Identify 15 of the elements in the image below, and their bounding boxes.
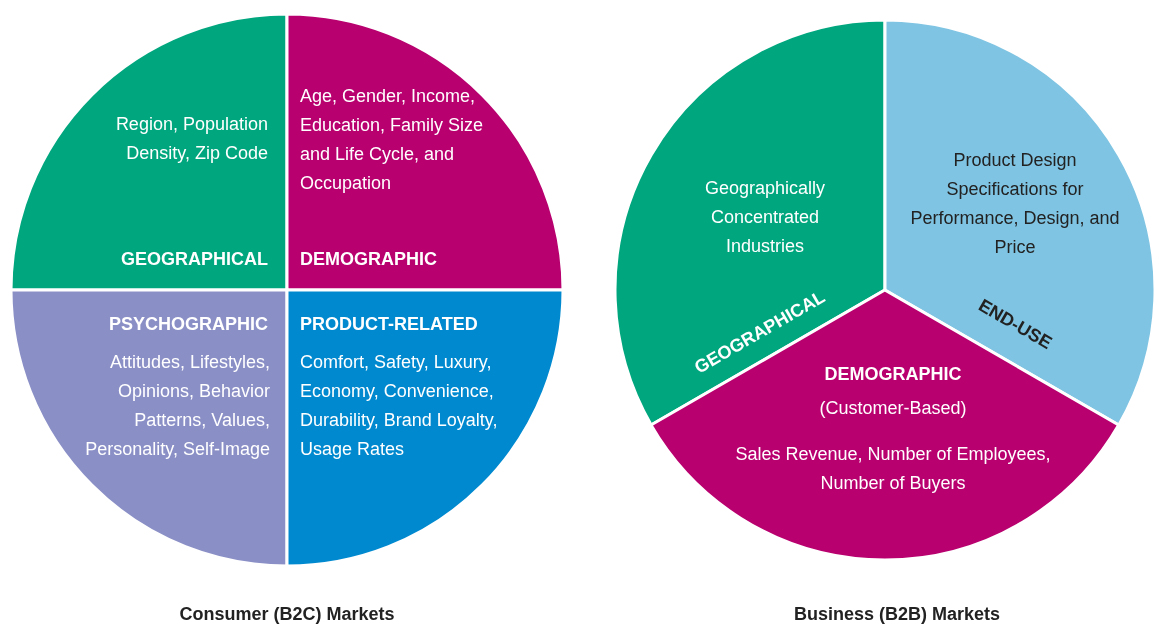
- segment-text: Region, Population Density, Zip Code: [114, 113, 268, 165]
- segment-text: Comfort, Safety, Luxury, Economy, Convenience, Durability, Brand Loyalty, Usage Rates: [300, 351, 499, 461]
- segment-text: Geographically Concentrated Industries: [703, 177, 827, 258]
- segment-heading: DEMOGRAPHIC: [300, 248, 438, 271]
- chart-caption: Consumer (B2C) Markets: [178, 604, 396, 625]
- segment-heading: PSYCHOGRAPHIC: [107, 313, 268, 336]
- segment-text: Sales Revenue, Number of Employees, Number of Buyers: [735, 443, 1051, 495]
- segment-text: Product Design Specifications for Performance, Design, and Price: [909, 149, 1121, 259]
- chart-caption: Business (B2B) Markets: [792, 604, 1002, 625]
- segment-heading: GEOGRAPHICAL: [120, 248, 268, 271]
- segment-text: Attitudes, Lifestyles, Opinions, Behavior Patterns, Values, Personality, Self-Image: [84, 351, 270, 461]
- segment-heading: DEMOGRAPHIC: [824, 364, 963, 386]
- segment-subheading: (Customer-Based): [818, 397, 968, 420]
- segment-text: Age, Gender, Income, Education, Family Size and Life Cycle, and Occupation: [300, 85, 485, 195]
- segment-heading: PRODUCT-RELATED: [300, 313, 479, 336]
